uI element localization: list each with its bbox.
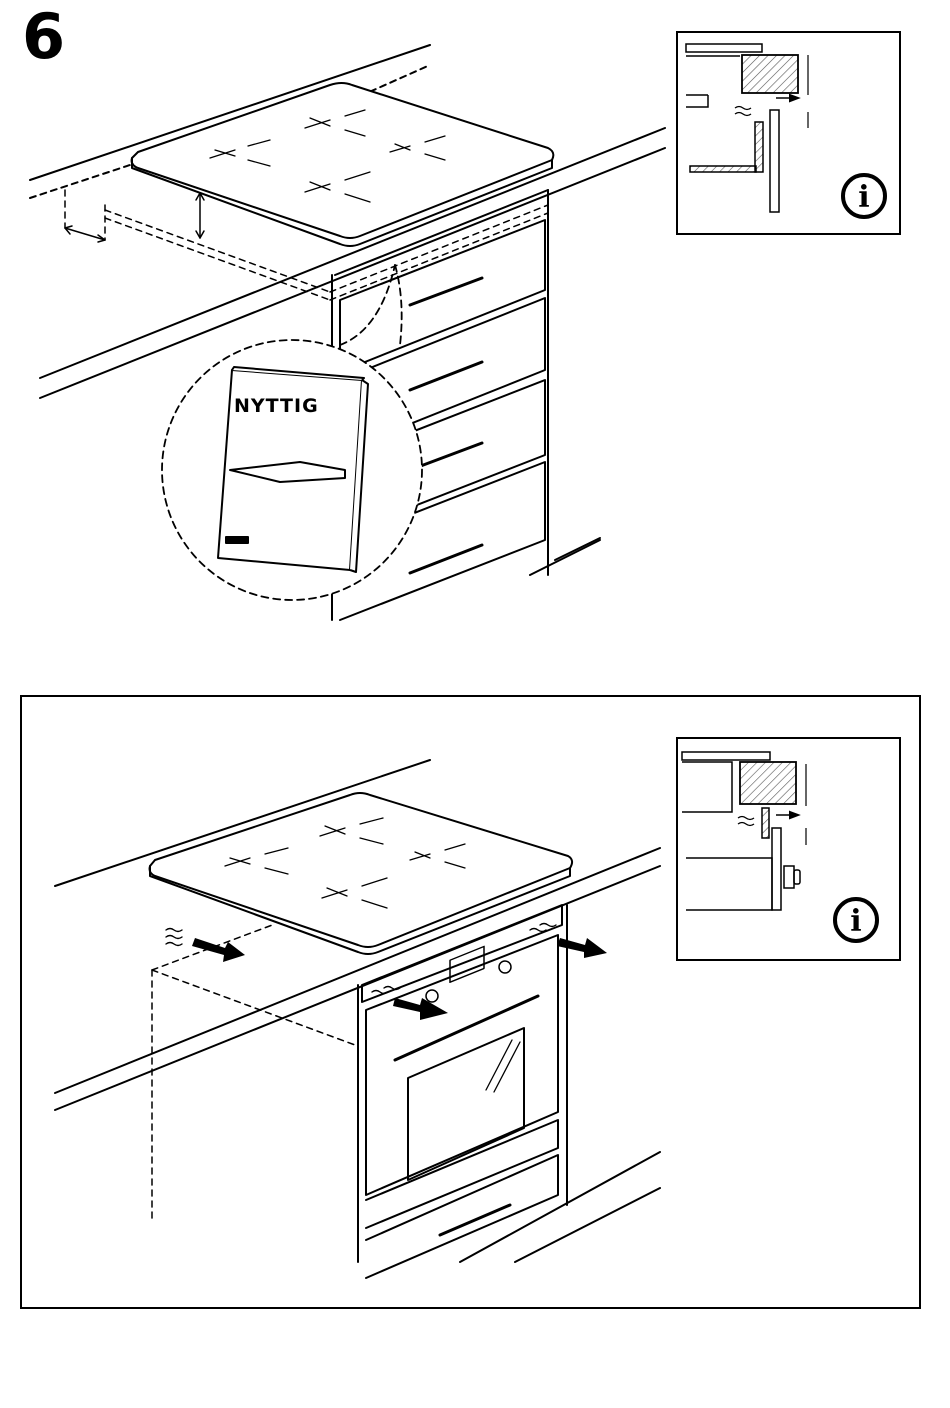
cutout-outline-bottom bbox=[152, 924, 355, 1220]
dimension-arrows-top bbox=[65, 193, 204, 242]
info-glyph: i bbox=[850, 904, 861, 939]
detail-inset-bottom bbox=[677, 738, 900, 960]
drawer-handles bbox=[410, 278, 482, 573]
info-glyph: i bbox=[858, 180, 869, 215]
hob-bottom bbox=[150, 793, 573, 954]
info-badge-top: i bbox=[843, 175, 885, 217]
booklet-title: NYTTIG bbox=[234, 395, 319, 417]
oven-cabinet bbox=[358, 905, 660, 1278]
bottom-scene bbox=[55, 760, 660, 1278]
info-badge-bottom: i bbox=[835, 899, 877, 941]
hob-top bbox=[132, 83, 554, 246]
airflow-arrows bbox=[192, 938, 607, 1020]
step-number: 6 bbox=[22, 6, 65, 68]
